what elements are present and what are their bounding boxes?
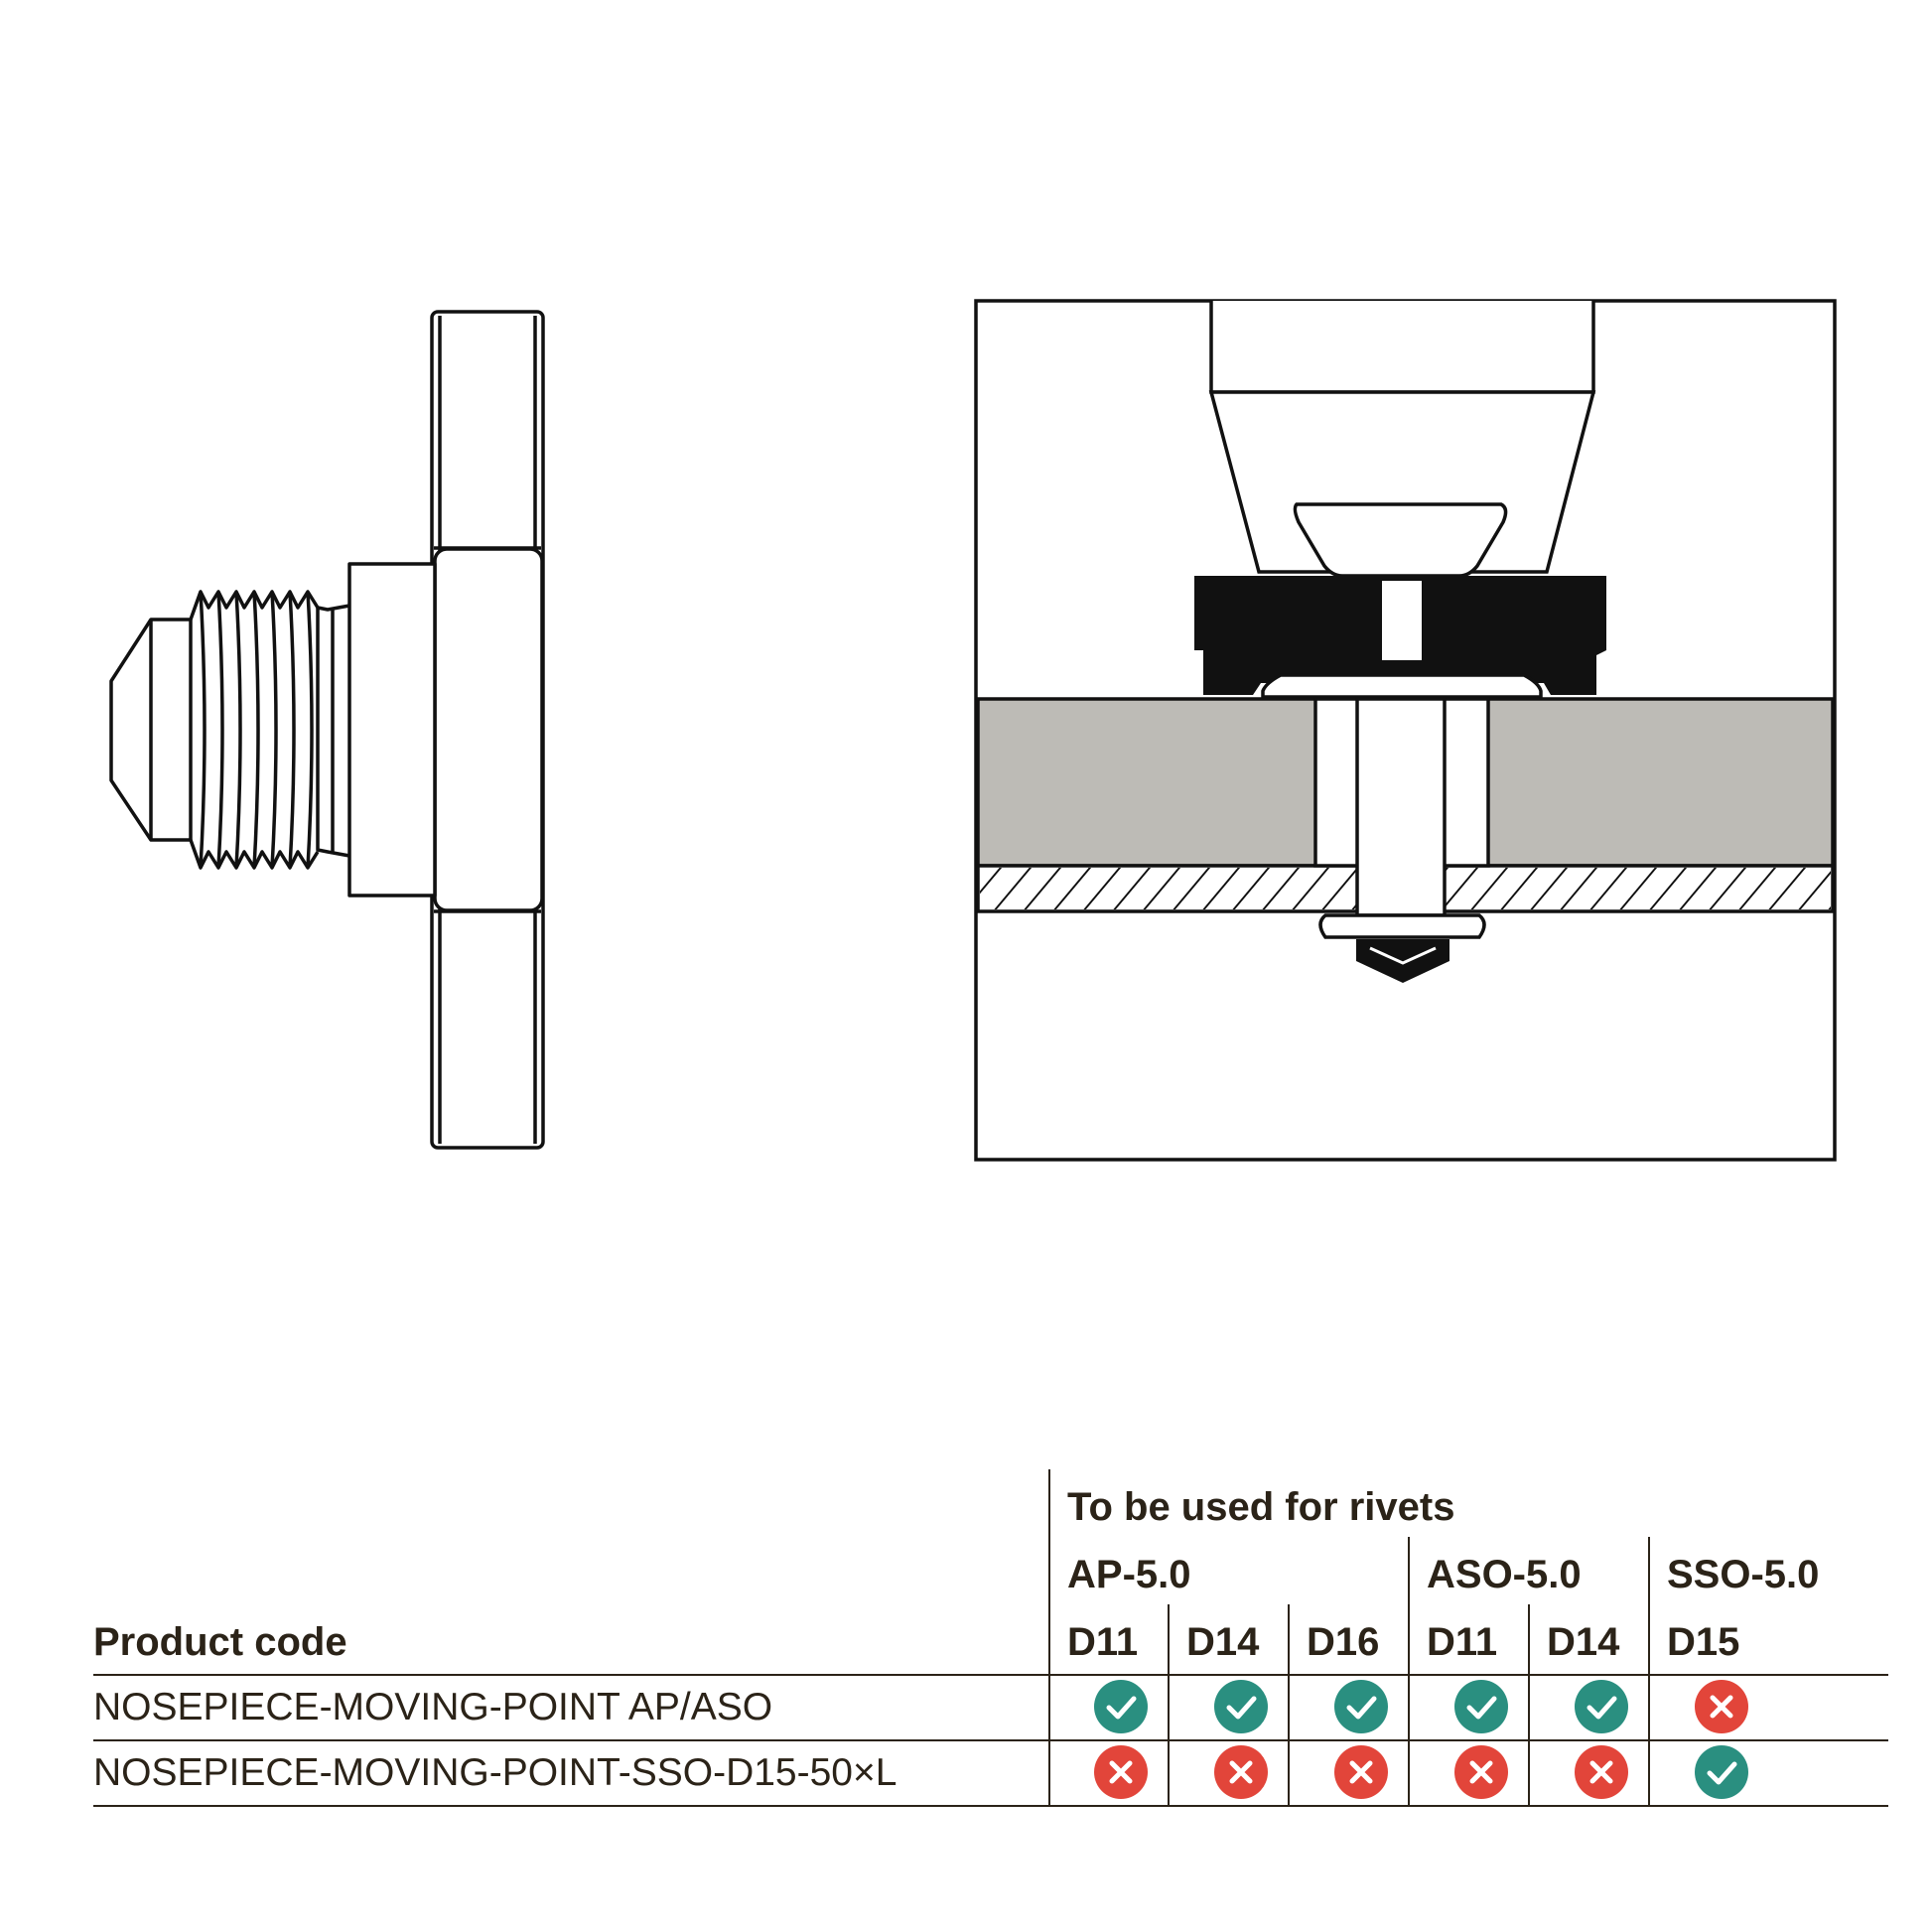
column-header: D15 — [1667, 1620, 1740, 1664]
column-header: D16 — [1307, 1620, 1380, 1664]
column-header: D11 — [1067, 1620, 1139, 1664]
table-hline — [93, 1805, 1888, 1807]
table-vline — [1048, 1469, 1050, 1805]
cross-icon — [1094, 1745, 1148, 1799]
check-icon — [1094, 1680, 1148, 1733]
check-icon — [1575, 1680, 1628, 1733]
cross-icon — [1454, 1745, 1508, 1799]
cross-icon — [1214, 1745, 1268, 1799]
table-vline — [1288, 1604, 1290, 1805]
product-code-cell: NOSEPIECE-MOVING-POINT AP/ASO — [93, 1686, 773, 1728]
table-vline — [1168, 1604, 1170, 1805]
table-vline — [1648, 1537, 1650, 1805]
cross-icon — [1695, 1680, 1748, 1733]
check-icon — [1454, 1680, 1508, 1733]
family-header-ap: AP-5.0 — [1067, 1553, 1191, 1596]
check-icon — [1214, 1680, 1268, 1733]
column-header: D11 — [1427, 1620, 1498, 1664]
column-header: D14 — [1547, 1620, 1620, 1664]
check-icon — [1334, 1680, 1388, 1733]
technical-drawings — [109, 299, 1837, 1162]
family-header-aso: ASO-5.0 — [1427, 1553, 1582, 1596]
product-code-cell: NOSEPIECE-MOVING-POINT-SSO-D15-50×L — [93, 1751, 897, 1794]
table-hline — [93, 1739, 1888, 1741]
family-header-sso: SSO-5.0 — [1667, 1553, 1820, 1596]
nosepiece-side-view-drawing — [109, 310, 545, 1150]
table-vline — [1408, 1537, 1410, 1805]
table-hline — [93, 1674, 1888, 1676]
column-header: D14 — [1186, 1620, 1260, 1664]
check-icon — [1695, 1745, 1748, 1799]
cross-icon — [1575, 1745, 1628, 1799]
product-code-header: Product code — [93, 1620, 347, 1664]
table-vline — [1528, 1604, 1530, 1805]
group-header: To be used for rivets — [1067, 1485, 1455, 1529]
rivet-installation-cross-section — [974, 299, 1837, 1162]
cross-icon — [1334, 1745, 1388, 1799]
